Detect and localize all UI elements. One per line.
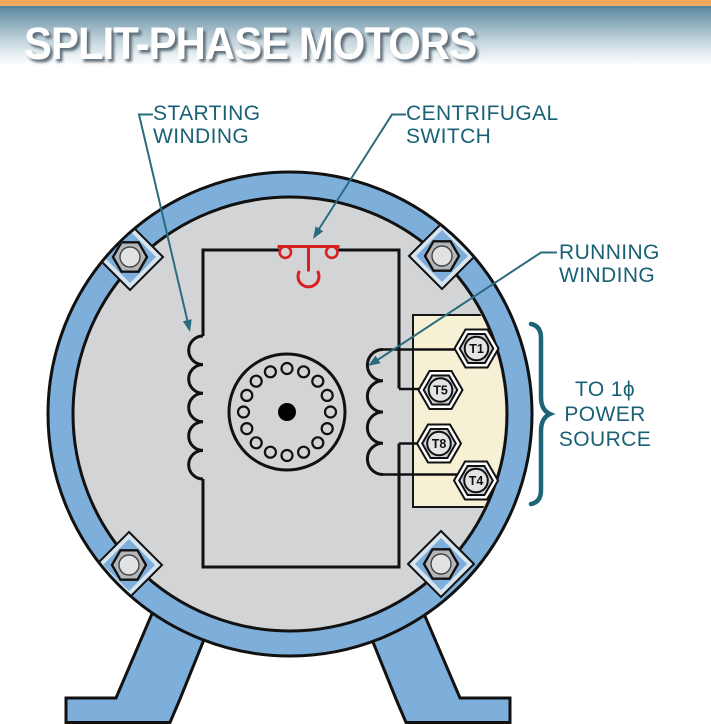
terminal-t8: T8 [415,423,463,464]
terminal-t1: T1 [453,328,500,369]
stator-circuit [187,248,459,569]
rotor [227,352,347,472]
switch-weight-arc [296,270,321,289]
switch-contact-left [278,245,293,260]
starting-winding-coil [187,334,204,481]
terminal-t5: T5 [417,370,464,410]
centrifugal-switch-symbol [277,245,340,289]
rotor-bar-holes [236,361,338,463]
bolt-bottom-left [94,530,164,600]
rotor-shaft-dot [278,403,296,421]
leader-lines [137,113,557,361]
terminal-t1-label: T1 [469,342,484,356]
terminal-t5-label: T5 [433,384,448,398]
circuit-top-left-side [201,248,280,336]
starting-winding-leader [137,113,189,322]
circuit-bottom-side [201,443,401,569]
arrowhead-icon [368,355,381,366]
centrifugal-switch-label: CENTRIFUGAL SWITCH [406,102,559,148]
centrifugal-switch-leader [318,113,406,230]
running-winding-leader [376,251,557,361]
mounting-bolts [94,221,477,600]
terminal-t4: T4 [452,460,500,501]
running-winding-label: RUNNING WINDING [559,241,660,287]
running-winding-coil [365,348,384,476]
circuit-top-right-side [337,248,401,389]
power-source-brace [528,321,556,507]
starting-winding-label: STARTING WINDING [153,102,261,148]
leader-arrowheads [182,226,381,366]
terminal-t8-label: T8 [432,437,447,451]
terminal-t4-label: T4 [469,474,484,488]
header-accent-bar [0,0,711,8]
arrowhead-icon [313,226,324,239]
arrowhead-icon [182,319,192,332]
page-title: SPLIT-PHASE MOTORS [24,18,477,69]
power-source-label: TO 1ϕ POWER SOURCE [558,378,652,451]
terminal-wires [383,348,459,476]
switch-contact-right [324,245,339,260]
bolt-bottom-right [406,529,476,599]
header-banner: SPLIT-PHASE MOTORS [0,8,711,69]
